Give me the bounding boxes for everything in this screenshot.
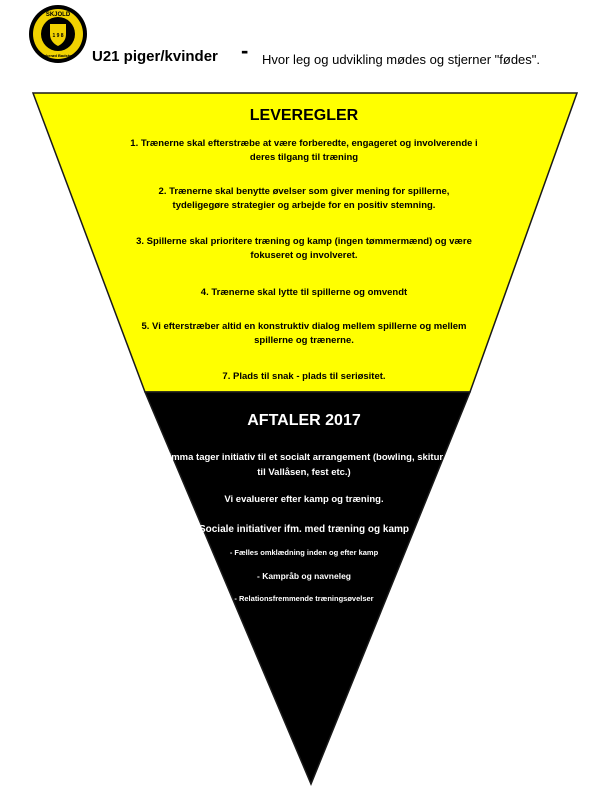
leveregler-title: LEVEREGLER bbox=[249, 107, 359, 124]
agreement-changing-room: - Fælles omklædning inden og efter kamp bbox=[229, 548, 379, 557]
club-logo: SKJOLD 1 9 8 Birkerød Badstrup bbox=[29, 5, 87, 63]
page-subtitle: Hvor leg og udvikling mødes og stjerner … bbox=[262, 52, 541, 67]
logo-center-text: 1 9 8 bbox=[52, 33, 63, 39]
aftaler-title: AFTALER 2017 bbox=[247, 412, 361, 429]
agreement-evaluation: Vi evaluerer efter kamp og træning. bbox=[224, 494, 384, 505]
agreement-social-event: Emma tager initiativ til et socialt arra… bbox=[164, 452, 444, 478]
rule-4: 4. Trænerne skal lytte til spillerne og … bbox=[200, 287, 408, 298]
rule-2: 2. Trænerne skal benytte øvelser som giv… bbox=[158, 186, 450, 211]
rule-7: 7. Plads til snak - plads til seriøsitet… bbox=[222, 371, 386, 382]
rule-3: 3. Spillerne skal prioritere træning og … bbox=[136, 236, 472, 261]
rule-1: 1. Trænerne skal efterstræbe at være for… bbox=[130, 138, 478, 163]
rule-5: 5. Vi efterstræber altid en konstruktiv … bbox=[141, 321, 467, 346]
logo-bottom-text: Birkerød Badstrup bbox=[40, 53, 76, 58]
title-separator: - bbox=[241, 38, 249, 63]
page-title: U21 piger/kvinder bbox=[92, 48, 218, 65]
aftaler-section-bg bbox=[143, 391, 472, 786]
logo-top-text: SKJOLD bbox=[46, 12, 71, 18]
agreement-exercises: - Relationsfremmende træningsøvelser bbox=[234, 594, 374, 603]
agreement-chant: - Kampråb og navneleg bbox=[257, 571, 351, 581]
agreement-social-initiatives: Sociale initiativer ifm. med træning og … bbox=[198, 524, 410, 535]
